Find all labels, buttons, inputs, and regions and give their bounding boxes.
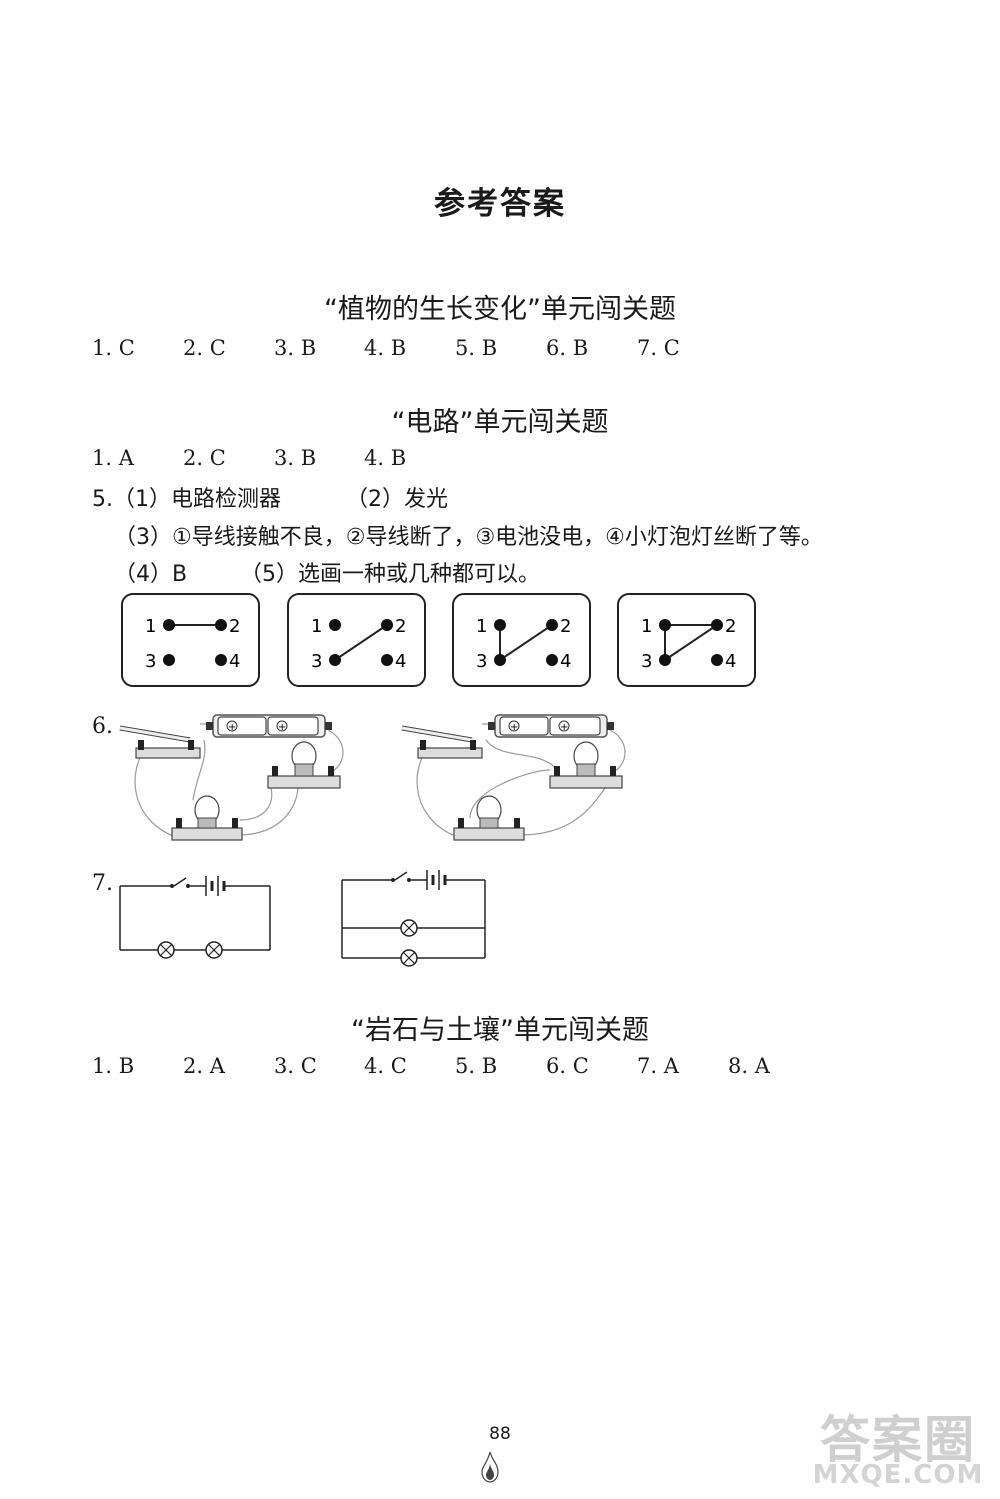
terminal-label: 1: [145, 616, 156, 637]
terminal-dot: [329, 619, 341, 631]
answer-item: 4. B: [364, 336, 407, 360]
terminal-dot: [659, 619, 671, 631]
answer-item: 7. A: [637, 1054, 679, 1078]
svg-text:+: +: [510, 722, 518, 733]
svg-text:+: +: [228, 722, 236, 733]
lamp-symbol: [157, 941, 175, 959]
terminal-dot: [215, 619, 227, 631]
connection-box-3: 1 2 3 4: [452, 593, 591, 687]
watermark-bottom-text: MXQE.COM: [812, 1460, 984, 1490]
answer-item: 2. A: [183, 1054, 225, 1078]
terminal-dot: [215, 654, 227, 666]
connection-diagram-3: 1 2 3 4: [476, 616, 571, 672]
page-title: 参考答案: [434, 186, 566, 222]
terminal-label: 4: [560, 651, 571, 672]
terminal-label: 1: [476, 616, 487, 637]
flame-ornament-icon: [481, 1451, 499, 1483]
answer-item: 2. C: [183, 446, 226, 470]
terminal-label: 3: [641, 651, 652, 672]
q7-parallel-circuit-diagram: [341, 870, 486, 967]
terminal-label: 2: [560, 616, 571, 637]
lamp-symbol: [400, 919, 418, 937]
answer-item: 1. A: [92, 446, 134, 470]
q5-line1-a: 5.（1）电路检测器: [92, 487, 281, 512]
terminal-dot: [546, 654, 558, 666]
answer-item: 4. C: [364, 1054, 407, 1078]
terminal-label: 4: [395, 651, 406, 672]
section-heading-plants: “植物的生长变化”单元闯关题: [324, 294, 676, 325]
q6-circuit-parallel-illustration: + +: [401, 714, 626, 841]
lamp-symbol: [205, 941, 223, 959]
terminal-label: 2: [725, 616, 736, 637]
answer-item: 5. B: [455, 1054, 498, 1078]
q5-line3-b: （5）选画一种或几种都可以。: [240, 562, 540, 587]
q6-circuit-series-illustration: + +: [119, 714, 344, 841]
answer-item: 6. B: [546, 336, 589, 360]
connection-box-4: 1 2 3 4: [617, 593, 756, 687]
connection-diagram-4: 1 2 3 4: [641, 616, 736, 672]
q6-label: 6.: [92, 714, 113, 739]
answer-item: 1. C: [92, 336, 135, 360]
svg-text:+: +: [560, 722, 568, 733]
q7-label: 7.: [92, 871, 113, 896]
answer-item: 8. A: [728, 1054, 770, 1078]
terminal-dot: [494, 619, 506, 631]
answer-item: 3. C: [274, 1054, 317, 1078]
answer-item: 2. C: [183, 336, 226, 360]
lamp-symbol: [400, 949, 418, 967]
section-heading-rocks: “岩石与土壤”单元闯关题: [351, 1015, 649, 1046]
terminal-dot: [381, 619, 393, 631]
connection-box-1: 1 2 3 4: [121, 593, 260, 687]
answer-item: 5. B: [455, 336, 498, 360]
answer-item: 1. B: [92, 1054, 135, 1078]
terminal-label: 4: [725, 651, 736, 672]
answer-item: 4. B: [364, 446, 407, 470]
watermark-top-text: 答案圈: [820, 1411, 976, 1469]
switch-symbol: [173, 877, 187, 887]
terminal-label: 3: [311, 651, 322, 672]
page-number: 88: [489, 1424, 511, 1444]
terminal-dot: [711, 619, 723, 631]
switch-symbol: [394, 871, 408, 881]
terminal-label: 2: [395, 616, 406, 637]
connection-diagram-1: 1 2 3 4: [145, 616, 240, 672]
q5-line2: （3）①导线接触不良，②导线断了，③电池没电，④小灯泡灯丝断了等。: [114, 525, 823, 550]
terminal-dot: [163, 619, 175, 631]
terminal-dot: [381, 654, 393, 666]
terminal-label: 3: [145, 651, 156, 672]
svg-text:+: +: [278, 722, 286, 733]
answer-item: 3. B: [274, 336, 317, 360]
watermark-logo: 答案圈 MXQE.COM: [800, 1400, 996, 1495]
connection-box-2: 1 2 3 4: [287, 593, 426, 687]
answer-item: 6. C: [546, 1054, 589, 1078]
terminal-dot: [711, 654, 723, 666]
terminal-label: 1: [641, 616, 652, 637]
q7-series-circuit-diagram: [119, 876, 271, 959]
terminal-dot: [494, 654, 506, 666]
terminal-label: 1: [311, 616, 322, 637]
answer-item: 3. B: [274, 446, 317, 470]
terminal-dot: [546, 619, 558, 631]
terminal-dot: [329, 654, 341, 666]
section-heading-circuit: “电路”单元闯关题: [391, 407, 609, 438]
terminal-dot: [163, 654, 175, 666]
q5-line1-b: （2）发光: [346, 487, 448, 512]
terminal-label: 4: [229, 651, 240, 672]
answer-item: 7. C: [637, 336, 680, 360]
terminal-label: 3: [476, 651, 487, 672]
terminal-label: 2: [229, 616, 240, 637]
terminal-dot: [659, 654, 671, 666]
q5-line3-a: （4）B: [114, 562, 188, 587]
connection-diagram-2: 1 2 3 4: [311, 616, 406, 672]
